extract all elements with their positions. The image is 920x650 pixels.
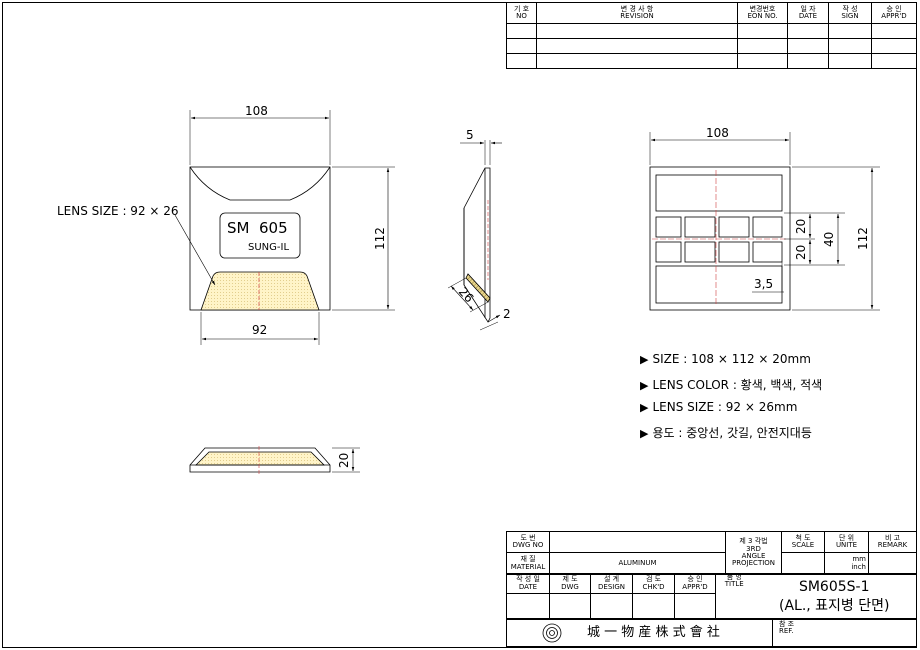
side-top-dim: 5 <box>466 128 474 142</box>
spec-lens-color: ▶LENS COLOR : 황색, 백색, 적색 <box>640 378 823 392</box>
back-view <box>649 132 880 311</box>
bullet-arrow-icon: ▶ <box>640 353 649 366</box>
bottom-view <box>189 446 360 474</box>
model-label: SM 605 <box>227 219 288 237</box>
bottom-height-dim: 20 <box>337 453 351 468</box>
bullet-arrow-icon: ▶ <box>640 427 649 440</box>
front-width-dim: 108 <box>245 104 268 118</box>
spec-lens-size: ▶LENS SIZE : 92 × 26mm <box>640 400 798 414</box>
front-height-dim: 112 <box>373 227 387 250</box>
back-height-dim: 112 <box>856 227 870 250</box>
back-total-dim: 40 <box>822 232 836 247</box>
remark-value <box>868 552 917 575</box>
front-view <box>174 110 395 345</box>
side-bottom-dim: 2 <box>503 307 511 321</box>
back-rib-dim-2: 20 <box>794 245 808 260</box>
bullet-arrow-icon: ▶ <box>640 379 649 392</box>
dwg-no-value <box>549 531 726 553</box>
bullet-arrow-icon: ▶ <box>640 401 649 414</box>
side-view <box>447 140 502 331</box>
spec-size: ▶SIZE : 108 × 112 × 20mm <box>640 352 811 366</box>
back-wall-dim: 3,5 <box>754 277 773 291</box>
front-lens-width-dim: 92 <box>252 323 267 337</box>
material-value: ALUMINUM <box>549 552 726 575</box>
scale-value <box>781 552 825 575</box>
lens-size-label: LENS SIZE : 92 × 26 <box>57 204 179 218</box>
title-value: SM605S-1(AL., 표지병 단면) <box>752 573 917 620</box>
back-width-dim: 108 <box>706 126 729 140</box>
maker-label: SUNG-IL <box>248 242 289 253</box>
spec-usage: ▶용도 : 중앙선, 갓길, 안전지대등 <box>640 426 812 440</box>
company-name: 城 一 物 産 株 式 會 社 <box>506 618 773 647</box>
back-rib-dim-1: 20 <box>794 219 808 234</box>
